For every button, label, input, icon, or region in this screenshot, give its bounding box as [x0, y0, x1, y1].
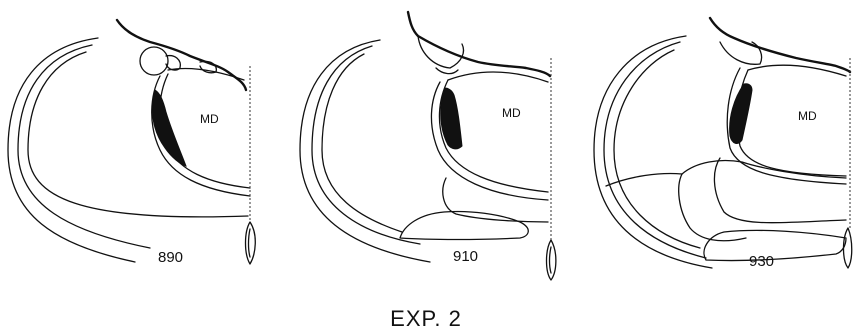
section-number: 910 [453, 248, 478, 265]
dorsal-contour [117, 20, 246, 90]
lesion [730, 84, 752, 144]
region-label-md: MD [798, 109, 817, 123]
section-890-drawing [8, 20, 255, 264]
region-label-md: MD [502, 106, 521, 120]
lesion [441, 88, 462, 149]
dorsal-contour [408, 12, 550, 76]
figure-caption: EXP. 2 [390, 306, 462, 331]
section-910-drawing [300, 12, 556, 280]
lesion [152, 90, 186, 166]
section-930-drawing [594, 18, 852, 268]
section-number: 930 [749, 253, 774, 270]
dorsal-contour [710, 18, 850, 72]
section-number: 890 [158, 249, 183, 266]
region-label-md: MD [200, 112, 219, 126]
